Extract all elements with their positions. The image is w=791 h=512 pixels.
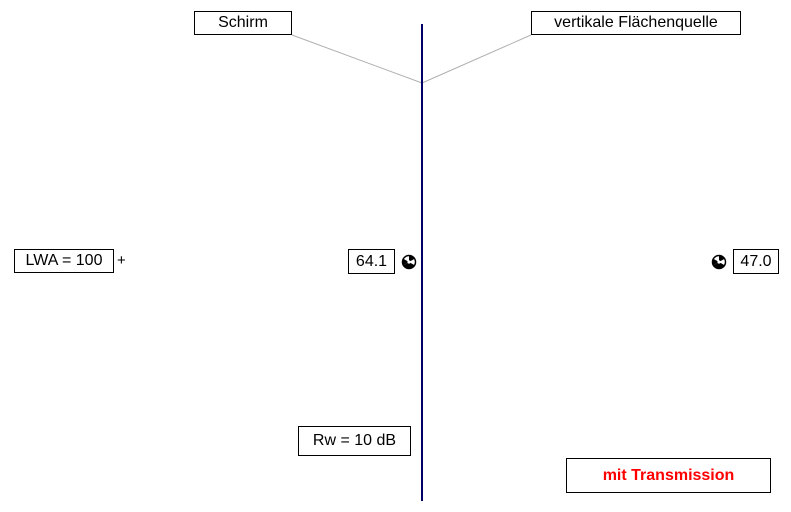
receiver-icon [401,254,417,270]
receiver-value-2: 47.0 [733,249,779,274]
mode-label: mit Transmission [566,458,771,493]
leader-line-screen [291,34,423,84]
receiver-icon [711,254,727,270]
source-power-label: LWA = 100 [14,249,114,273]
plus-icon: + [117,252,126,269]
source-label: vertikale Flächenquelle [531,11,741,35]
screen-label: Schirm [194,11,292,35]
receiver-value-1: 64.1 [348,249,395,274]
transmission-loss-label: Rw = 10 dB [298,426,411,456]
leader-line-source [421,34,532,84]
